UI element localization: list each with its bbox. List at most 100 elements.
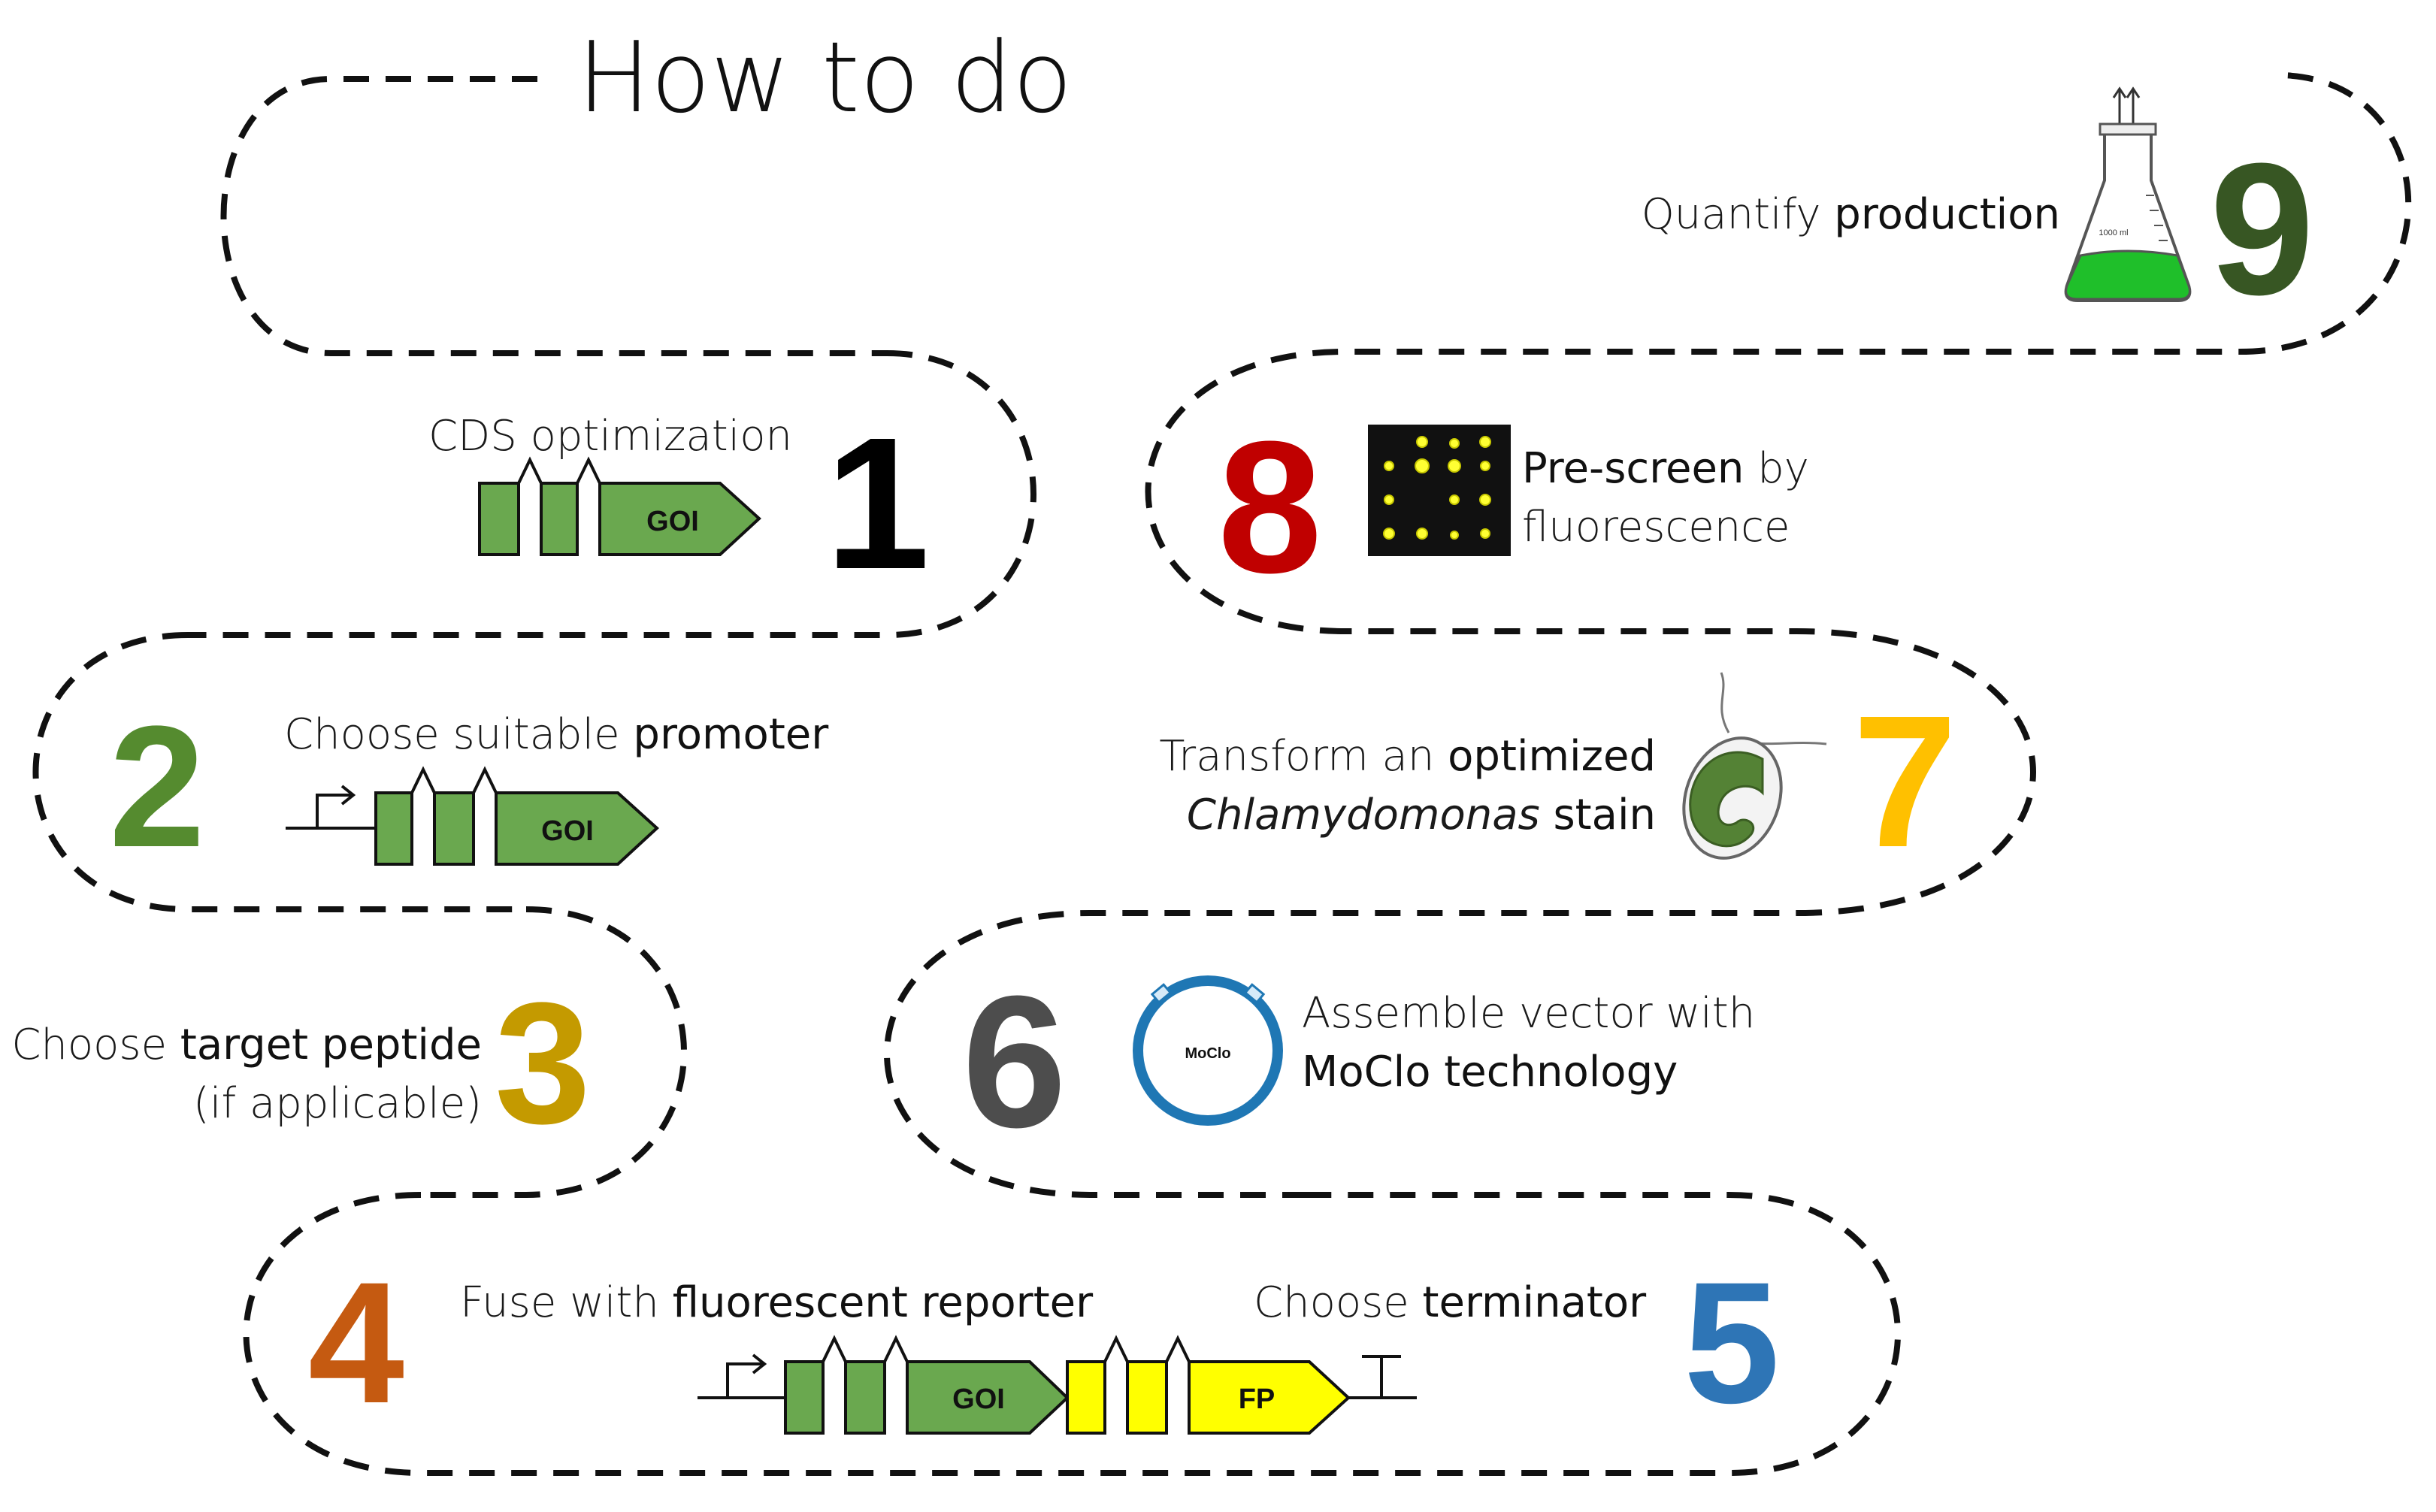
- well-spot: [1415, 458, 1430, 473]
- step-9-text: Quantify: [1641, 190, 1835, 239]
- path-loop-7: [1345, 628, 2036, 916]
- goi-label: GOI: [541, 815, 594, 847]
- well-spot: [1384, 461, 1394, 471]
- well-spot: [1449, 494, 1460, 505]
- path-loop-2: [32, 632, 526, 912]
- step-4-keyword: fluorescent reporter: [672, 1278, 1094, 1327]
- step-7-label: Transform an optimized Chlamydomonas sta…: [1159, 727, 1656, 845]
- goi-label: GOI: [952, 1383, 1005, 1415]
- exon-box: [784, 1360, 825, 1435]
- exon-box: [540, 482, 579, 556]
- step-3-note: (if applicable): [193, 1079, 482, 1128]
- step-number-5: 5: [1684, 1246, 1780, 1439]
- goi-arrow: [906, 1360, 1070, 1435]
- step-4-text: Fuse with: [460, 1278, 673, 1327]
- well-spot: [1448, 459, 1461, 473]
- exon-box: [433, 791, 475, 866]
- step-number-4: 4: [308, 1246, 404, 1439]
- well-spot: [1384, 494, 1394, 505]
- page-title: How to do: [577, 20, 1073, 135]
- step-7-keyword-2: stain: [1539, 791, 1656, 839]
- well-spot: [1450, 531, 1459, 540]
- construct-step-4-5: GOI FP: [698, 1335, 1417, 1435]
- reporter-exon-box: [1126, 1360, 1168, 1435]
- path-loop-9: [2239, 72, 2412, 355]
- flask-volume-label: 1000 ml: [2099, 228, 2128, 237]
- fp-label: FP: [1239, 1383, 1275, 1415]
- intron-connector: [822, 1335, 847, 1362]
- step-1-label: CDS optimization: [428, 416, 792, 458]
- exon-box: [844, 1360, 886, 1435]
- step-7-organism: Chlamydomonas: [1186, 791, 1540, 839]
- step-5-text: Choose: [1254, 1278, 1423, 1327]
- step-number-7: 7: [1853, 676, 1958, 886]
- well-spot: [1449, 438, 1460, 449]
- step-8-keyword: Pre-screen: [1522, 444, 1745, 493]
- intron-connector: [576, 456, 601, 484]
- step-6-keyword: MoClo technology: [1302, 1048, 1678, 1096]
- step-2-text: Choose suitable: [284, 710, 634, 759]
- well-spot: [1416, 436, 1428, 448]
- exon-box: [478, 482, 520, 556]
- path-top-loop: [220, 76, 887, 356]
- promoter-arrow-icon: [316, 794, 352, 828]
- step-6-label: Assemble vector with MoClo technology: [1302, 984, 1755, 1102]
- path-loop-1: [188, 350, 1036, 638]
- promoter-arrow-icon: [726, 1362, 763, 1398]
- well-spot: [1480, 528, 1490, 539]
- path-loop-8: [1145, 349, 2240, 634]
- intron-connector: [883, 1335, 909, 1362]
- step-8-text-2: fluorescence: [1522, 503, 1790, 552]
- step-8-label: Pre-screen by fluorescence: [1522, 440, 1809, 557]
- step-number-8: 8: [1218, 402, 1323, 612]
- step-8-text: by: [1744, 444, 1809, 493]
- path-loop-4-5: [243, 1192, 1901, 1476]
- step-number-6: 6: [962, 957, 1067, 1166]
- step-6-text: Assemble vector with: [1302, 989, 1756, 1038]
- plasmid-icon: MoClo: [1133, 975, 1283, 1126]
- step-number-3: 3: [495, 966, 591, 1160]
- step-1-text: CDS optimization: [428, 412, 792, 461]
- promoter-arrowhead: [752, 1353, 767, 1374]
- step-5-label: Choose terminator: [1254, 1282, 1646, 1324]
- intron-connector: [517, 456, 543, 484]
- step-number-2: 2: [109, 690, 205, 883]
- exon-box: [374, 791, 413, 866]
- step-4-label: Fuse with fluorescent reporter: [460, 1282, 1093, 1324]
- plasmid-label: MoClo: [1185, 1045, 1230, 1062]
- well-spot: [1480, 461, 1490, 471]
- reporter-exon-box: [1066, 1360, 1106, 1435]
- flask-icon: 1000 ml: [2064, 86, 2192, 302]
- intron-connector: [472, 766, 498, 794]
- step-7-text: Transform an: [1159, 732, 1448, 781]
- step-7-keyword: optimized: [1448, 732, 1656, 781]
- goi-arrow: [598, 482, 761, 556]
- goi-label: GOI: [646, 506, 699, 537]
- well-spot: [1479, 494, 1491, 506]
- step-number-9: 9: [2210, 124, 2315, 334]
- promoter-arrowhead: [340, 785, 356, 806]
- step-2-label: Choose suitable promoter: [284, 714, 828, 756]
- path-loop-6: [884, 910, 1796, 1198]
- well-spot: [1416, 528, 1428, 540]
- well-spot: [1383, 528, 1395, 540]
- intron-connector: [1165, 1335, 1191, 1362]
- fp-arrow: [1188, 1360, 1351, 1435]
- step-3-keyword: target peptide: [180, 1021, 482, 1069]
- intron-connector: [1103, 1335, 1129, 1362]
- well-spot: [1479, 436, 1491, 448]
- step-3-text: Choose: [11, 1021, 180, 1069]
- chlamydomonas-cell-icon: [1682, 672, 1827, 860]
- step-2-keyword: promoter: [633, 710, 829, 759]
- step-9-keyword: production: [1834, 190, 2060, 239]
- construct-step-2: GOI: [286, 766, 659, 866]
- step-5-keyword: terminator: [1422, 1278, 1647, 1327]
- step-3-label: Choose target peptide (if applicable): [11, 1016, 482, 1133]
- goi-arrow: [495, 791, 659, 866]
- construct-step-1: GOI: [478, 456, 761, 556]
- fluorescence-plate-icon: [1368, 425, 1511, 556]
- step-9-label: Quantify production: [1642, 194, 2060, 236]
